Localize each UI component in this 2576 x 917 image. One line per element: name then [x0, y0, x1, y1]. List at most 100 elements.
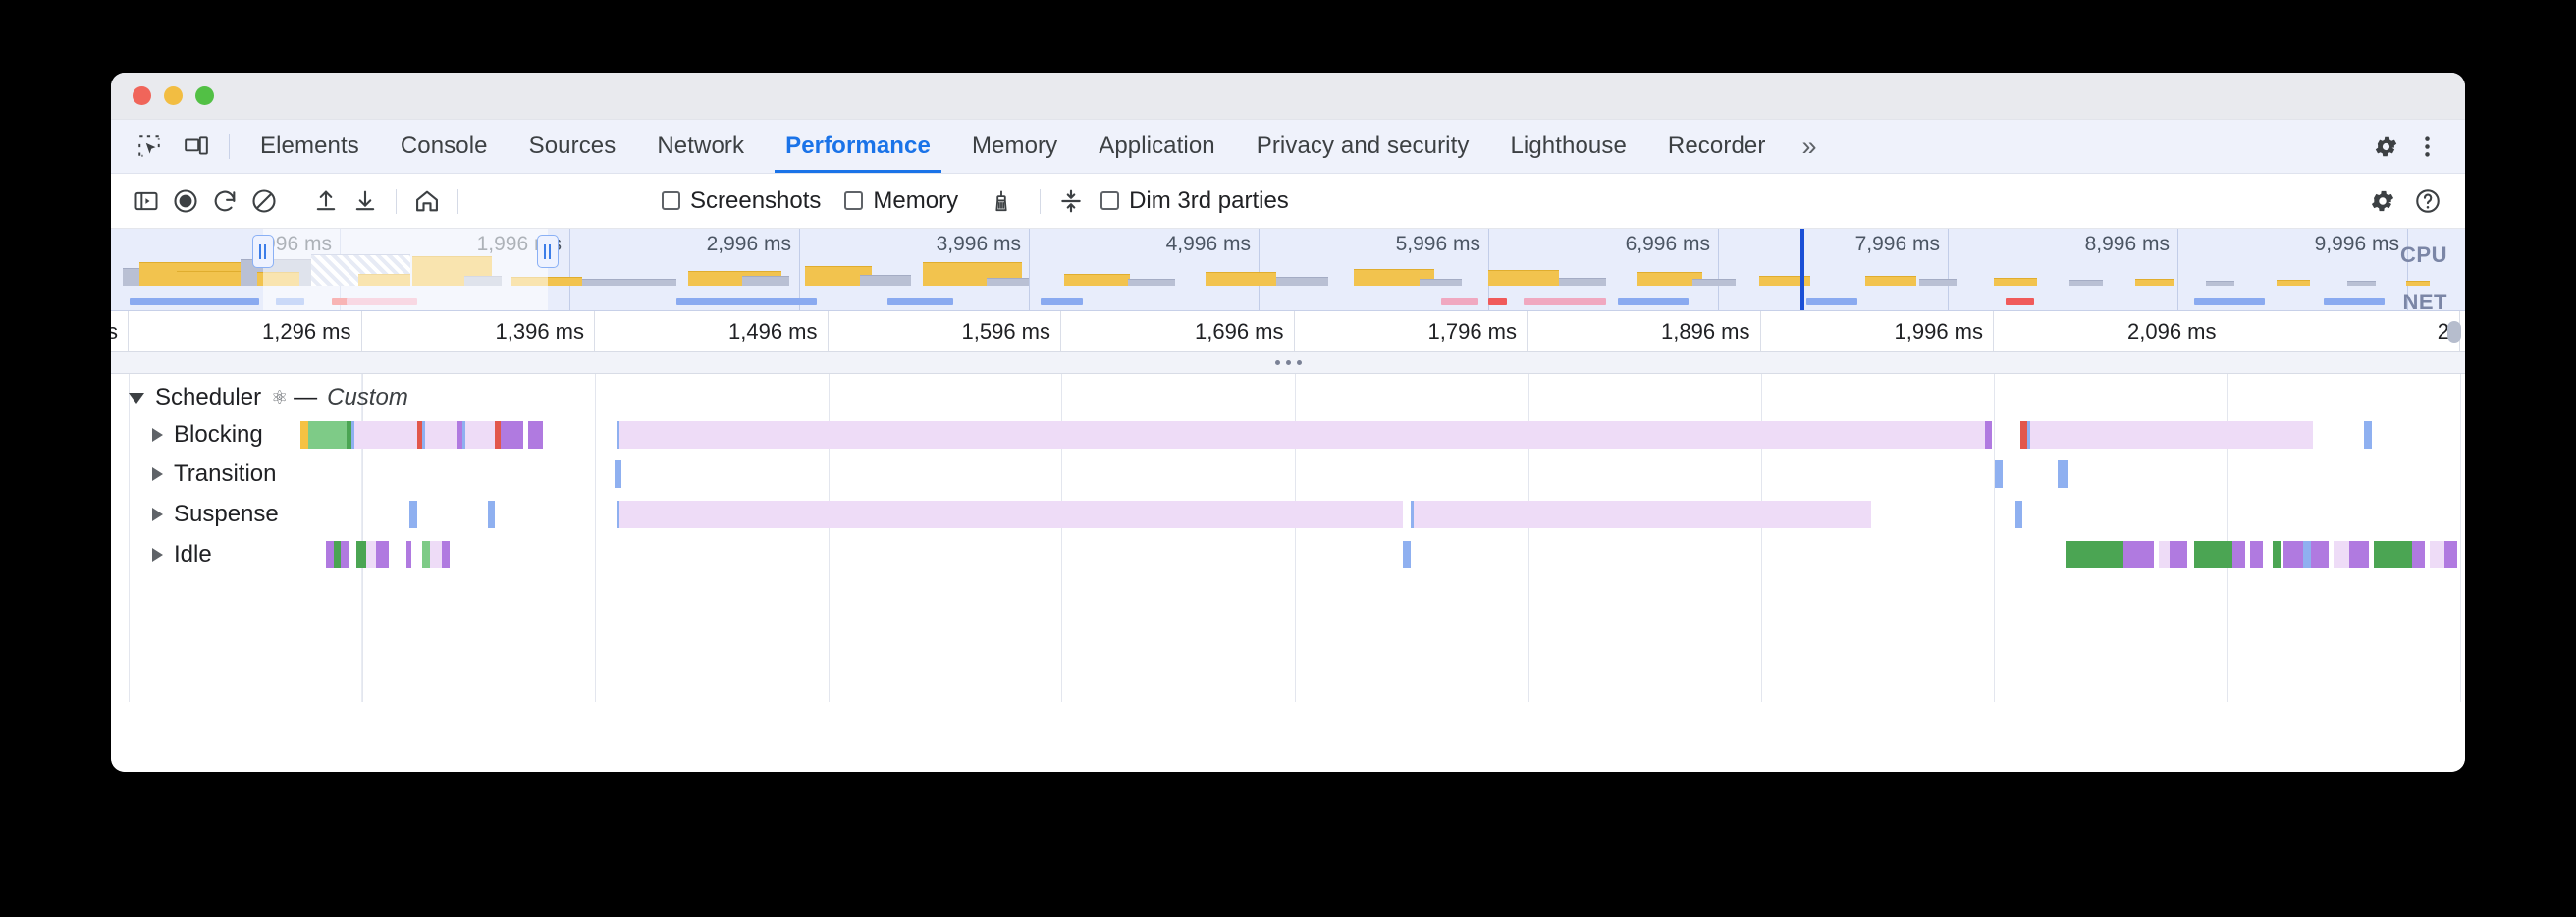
flame-segment[interactable]: [376, 541, 390, 568]
tab-network[interactable]: Network: [657, 133, 745, 159]
settings-gear-icon[interactable]: [2369, 130, 2402, 163]
toggle-sidebar-icon[interactable]: [127, 182, 166, 221]
inspect-element-icon[interactable]: [133, 130, 166, 163]
tab-sources[interactable]: Sources: [528, 133, 617, 159]
tab-recorder[interactable]: Recorder: [1667, 133, 1766, 159]
flame-segment[interactable]: [2444, 541, 2458, 568]
chevron-right-icon[interactable]: [152, 428, 163, 442]
flame-segment[interactable]: [341, 541, 349, 568]
track-idle-label[interactable]: Idle: [152, 535, 212, 574]
flame-segment[interactable]: [617, 421, 1985, 449]
flame-segment[interactable]: [1403, 541, 1411, 568]
export-profile-icon[interactable]: [346, 182, 385, 221]
flame-segment[interactable]: [1410, 501, 1871, 528]
flame-segment[interactable]: [2123, 541, 2155, 568]
tab-lighthouse[interactable]: Lighthouse: [1510, 133, 1627, 159]
flame-segment[interactable]: [442, 541, 451, 568]
memory-checkbox[interactable]: Memory: [844, 188, 958, 215]
tab-application[interactable]: Application: [1099, 133, 1215, 159]
track-transition-label[interactable]: Transition: [152, 455, 276, 494]
track-suspense-label[interactable]: Suspense: [152, 495, 279, 534]
flame-chart[interactable]: Scheduler ⚛ — Custom Blocking Transition…: [111, 374, 2465, 702]
timeline-scroll-thumb[interactable]: [2447, 321, 2461, 343]
flame-segment[interactable]: [2282, 541, 2304, 568]
screenshots-checkbox-box[interactable]: [662, 191, 680, 210]
tab-performance[interactable]: Performance: [765, 120, 951, 173]
flame-segment[interactable]: [2363, 421, 2372, 449]
flame-segment[interactable]: [421, 421, 457, 449]
track-group-scheduler[interactable]: Scheduler ⚛ — Custom: [111, 378, 2465, 417]
flame-segment[interactable]: [527, 421, 544, 449]
tab-elements[interactable]: Elements: [260, 133, 359, 159]
capture-settings-gear-icon[interactable]: [2363, 182, 2402, 221]
flame-segment[interactable]: [2019, 421, 2028, 449]
flame-segment[interactable]: [2303, 541, 2311, 568]
flame-segment[interactable]: [300, 421, 308, 449]
tab-privacy-and-security[interactable]: Privacy and security: [1256, 133, 1470, 159]
flame-segment[interactable]: [2411, 541, 2425, 568]
flame-segment[interactable]: [366, 541, 377, 568]
flame-segment[interactable]: [2169, 541, 2187, 568]
track-row[interactable]: Idle: [111, 535, 2465, 574]
track-group-scheduler-label[interactable]: Scheduler ⚛ — Custom: [129, 378, 408, 417]
minimize-window-button[interactable]: [164, 86, 183, 105]
window-right-handle[interactable]: [536, 235, 559, 268]
flame-segment[interactable]: [2159, 541, 2170, 568]
flame-segment[interactable]: [2194, 541, 2233, 568]
track-blocking-label[interactable]: Blocking: [152, 415, 263, 455]
collapse-vertically-icon[interactable]: [1051, 182, 1091, 221]
flame-segment[interactable]: [2348, 541, 2370, 568]
chevron-right-icon[interactable]: [152, 508, 163, 521]
flame-segment[interactable]: [2374, 541, 2412, 568]
chevron-right-icon[interactable]: [152, 548, 163, 562]
close-window-button[interactable]: [133, 86, 151, 105]
flame-segment[interactable]: [406, 541, 412, 568]
flame-segment[interactable]: [408, 501, 417, 528]
flame-segment[interactable]: [2058, 460, 2068, 488]
detail-timeline-ruler[interactable]: 1,196 ms1,296 ms1,396 ms1,496 ms1,596 ms…: [111, 311, 2465, 352]
flame-segment[interactable]: [2273, 541, 2281, 568]
flame-segment[interactable]: [325, 541, 334, 568]
more-tabs-chevron-icon[interactable]: »: [1801, 131, 1817, 161]
flame-segment[interactable]: [500, 421, 523, 449]
flame-segment[interactable]: [1994, 460, 2003, 488]
flame-segment[interactable]: [495, 421, 501, 449]
more-options-kebab-icon[interactable]: [2410, 130, 2443, 163]
timeline-overview[interactable]: 996 ms1,996 ms2,996 ms3,996 ms4,996 ms5,…: [111, 229, 2465, 311]
chevron-right-icon[interactable]: [152, 467, 163, 481]
track-row[interactable]: Transition: [111, 455, 2465, 494]
flame-segment[interactable]: [416, 421, 422, 449]
flame-segment[interactable]: [421, 541, 430, 568]
screenshots-checkbox[interactable]: Screenshots: [662, 188, 821, 215]
window-left-handle[interactable]: [251, 235, 274, 268]
flame-segment[interactable]: [355, 541, 367, 568]
flame-segment[interactable]: [307, 421, 347, 449]
maximize-window-button[interactable]: [195, 86, 214, 105]
reload-and-record-icon[interactable]: [205, 182, 244, 221]
track-row[interactable]: Suspense: [111, 495, 2465, 534]
record-icon[interactable]: [166, 182, 205, 221]
device-toolbar-icon[interactable]: [180, 130, 213, 163]
flame-segment[interactable]: [333, 541, 342, 568]
overview-selection-window[interactable]: [262, 229, 548, 310]
flame-segment[interactable]: [462, 421, 496, 449]
garbage-collect-brush-icon[interactable]: [982, 182, 1021, 221]
import-profile-icon[interactable]: [306, 182, 346, 221]
flame-segment[interactable]: [429, 541, 443, 568]
flame-segment[interactable]: [2014, 501, 2023, 528]
tab-console[interactable]: Console: [400, 133, 488, 159]
flame-segment[interactable]: [2310, 541, 2329, 568]
flame-segment[interactable]: [614, 460, 622, 488]
memory-checkbox-box[interactable]: [844, 191, 864, 210]
dim-3rd-parties-checkbox[interactable]: Dim 3rd parties: [1100, 188, 1289, 215]
flame-segment[interactable]: [2066, 541, 2124, 568]
tab-memory[interactable]: Memory: [971, 133, 1058, 159]
flame-segment[interactable]: [2250, 541, 2263, 568]
flame-segment[interactable]: [617, 501, 1404, 528]
flame-segment[interactable]: [2027, 421, 2314, 449]
chevron-down-icon[interactable]: [129, 392, 144, 404]
flame-segment[interactable]: [2429, 541, 2445, 568]
flame-segment[interactable]: [350, 421, 417, 449]
flame-segment[interactable]: [487, 501, 496, 528]
flame-segment[interactable]: [1984, 421, 1993, 449]
